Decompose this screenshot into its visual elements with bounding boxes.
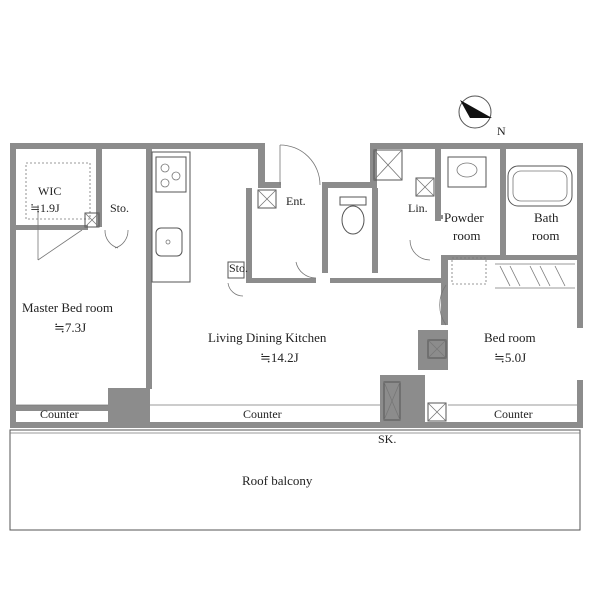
burner-icon — [160, 178, 170, 188]
counter-label-3: Counter — [494, 407, 533, 421]
burner-icon — [171, 171, 181, 181]
bath-label-2: room — [532, 228, 559, 243]
sk-label: SK. — [378, 432, 396, 446]
wic-door-swing — [37, 229, 83, 261]
ent-label: Ent. — [286, 194, 306, 208]
outer-walls — [10, 143, 583, 428]
master-bed-size: ≒7.3J — [54, 320, 86, 335]
laundry-pan — [451, 257, 487, 285]
roof-balcony-area — [9, 429, 581, 531]
bath-label-1: Bath — [534, 210, 559, 225]
ldk-label: Living Dining Kitchen — [208, 330, 327, 345]
kitchen-sink — [155, 227, 183, 257]
bedroom-closet-doors — [495, 263, 575, 289]
compass — [458, 95, 492, 129]
wic-outline — [25, 162, 91, 220]
lin-label: Lin. — [408, 201, 428, 215]
compass-ring — [458, 95, 492, 129]
kitchen-counter — [151, 151, 191, 283]
burner-icon — [160, 163, 170, 173]
washbasin-icon — [456, 162, 478, 178]
sto-label-2: Sto. — [229, 261, 248, 275]
bed-label: Bed room — [484, 330, 536, 345]
powder-label-1: Powder — [444, 210, 484, 225]
drain-icon — [165, 239, 171, 245]
toilet-tank — [339, 196, 367, 206]
bathtub-inner — [512, 170, 568, 202]
cooktop — [155, 156, 187, 193]
powder-label-2: room — [453, 228, 480, 243]
roof-balcony-label: Roof balcony — [242, 473, 313, 488]
wic-label: WIC — [38, 184, 61, 198]
counter-label-2: Counter — [243, 407, 282, 421]
sto-label-1: Sto. — [110, 201, 129, 215]
vanity — [447, 156, 487, 188]
duct-boxes — [84, 149, 447, 422]
toilet-bowl-icon — [341, 205, 365, 235]
compass-arrow-icon — [460, 100, 492, 118]
ldk-size: ≒14.2J — [260, 350, 299, 365]
bed-size: ≒5.0J — [494, 350, 526, 365]
bathtub — [507, 165, 573, 207]
wic-size: ≒1.9J — [30, 201, 60, 215]
door-swings — [104, 144, 447, 326]
compass-north-label: N — [497, 124, 506, 138]
interior-walls — [10, 149, 577, 427]
counter-label-1: Counter — [40, 407, 79, 421]
master-bed-label: Master Bed room — [22, 300, 113, 315]
